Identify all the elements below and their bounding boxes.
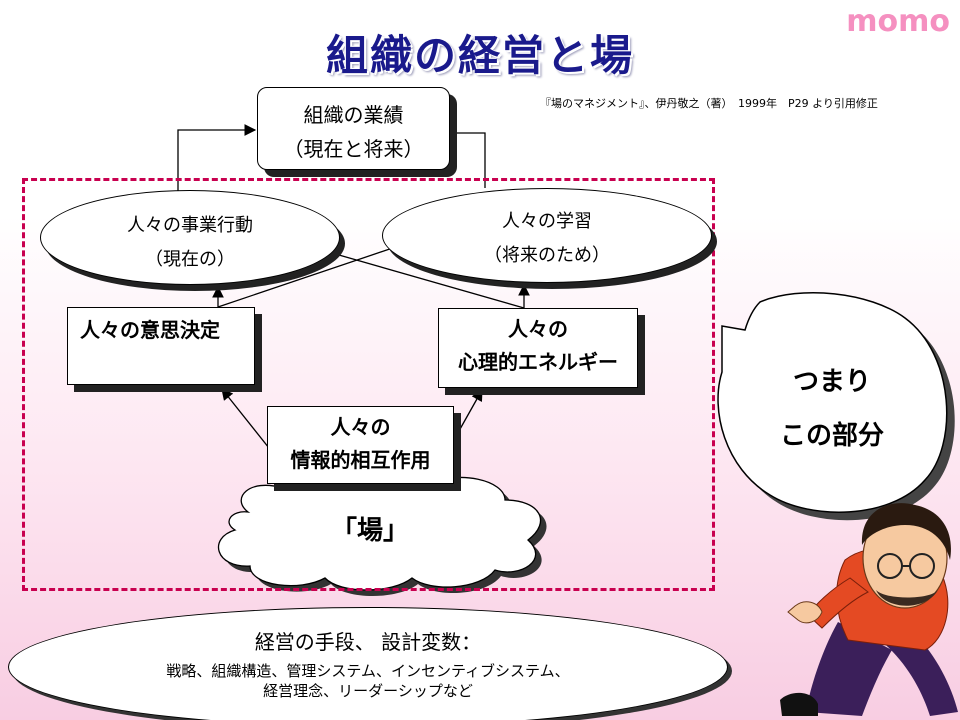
callout-text: つまり この部分	[712, 355, 952, 463]
management-means-ellipse: 経営の手段、 設計変数： 戦略、組織構造、管理システム、インセンティブシステム、…	[8, 607, 728, 720]
ba-label: 「場」	[330, 516, 409, 546]
callout-line1: つまり	[792, 367, 871, 397]
node-psychological-energy-line2: 心理的エネルギー	[458, 350, 618, 374]
callout-line2: この部分	[779, 421, 884, 451]
page-title: 組織の経営と場	[325, 31, 634, 80]
management-means-line1: 戦略、組織構造、管理システム、インセンティブシステム、	[166, 662, 570, 680]
ba-scope-frame	[22, 178, 715, 591]
citation: 『場のマネジメント』、伊丹敬之（著） 1999年 P29 より引用修正	[540, 97, 878, 110]
node-organization-performance-line2: （現在と将来）	[283, 137, 424, 161]
arrow-action-to-performance	[177, 124, 257, 192]
management-means-title: 経営の手段、 設計変数：	[254, 630, 482, 654]
ba-cloud-shape	[217, 468, 547, 596]
node-psychological-energy: 人々の 心理的エネルギー	[438, 308, 638, 388]
node-decision-making: 人々の意思決定	[67, 307, 255, 385]
node-business-action: 人々の事業行動 （現在の）	[40, 190, 340, 285]
node-learning: 人々の学習 （将来のため）	[382, 188, 712, 283]
character-illustration	[780, 503, 958, 716]
arrow-interaction-to-energy	[454, 388, 483, 439]
node-learning-line1: 人々の学習	[502, 211, 592, 232]
node-information-interaction-line1: 人々の	[330, 415, 391, 439]
node-business-action-line1: 人々の事業行動	[127, 215, 253, 236]
node-psychological-energy-line1: 人々の	[508, 317, 568, 341]
node-decision-making-line1: 人々の意思決定	[80, 318, 220, 342]
management-means-line2: 経営理念、リーダーシップなど	[263, 682, 473, 700]
node-information-interaction: 人々の 情報的相互作用	[267, 406, 454, 484]
node-organization-performance-line1: 組織の業績	[303, 103, 404, 127]
node-business-action-line2: （現在の）	[145, 249, 235, 270]
node-learning-line2: （将来のため）	[484, 245, 610, 266]
brand-logo: momo	[846, 4, 950, 39]
node-information-interaction-line2: 情報的相互作用	[290, 448, 431, 472]
arrow-energy-to-action	[316, 246, 525, 309]
speech-bubble-shape	[717, 292, 955, 521]
node-organization-performance: 組織の業績 （現在と将来）	[257, 87, 450, 170]
